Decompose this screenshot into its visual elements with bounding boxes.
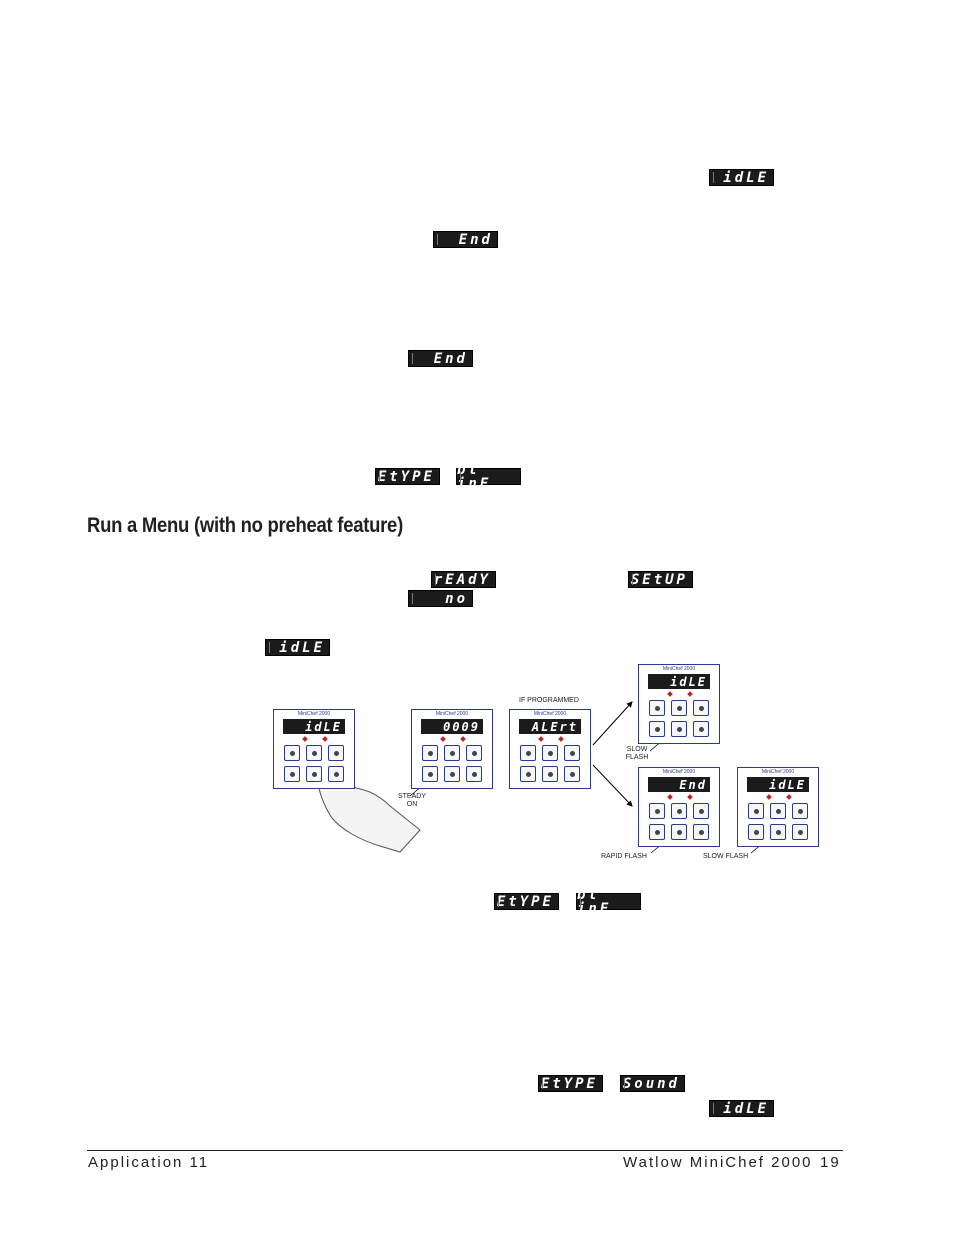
note-rapid-flash: RAPID FLASH — [601, 853, 647, 860]
panel-key[interactable] — [693, 700, 709, 716]
panel-key[interactable] — [671, 824, 687, 840]
section-title: Run a Menu (with no preheat feature) — [87, 514, 403, 537]
note-steady-on: STEADY ON — [397, 793, 426, 808]
panel-key[interactable] — [693, 721, 709, 737]
panel-key[interactable] — [671, 803, 687, 819]
arrow-up — [592, 701, 633, 746]
controller-panel: MiniChef 2000 idLE — [273, 709, 355, 789]
panel-brand: MiniChef 2000 — [435, 711, 469, 717]
controller-panel: MiniChef 2000 idLE — [737, 767, 819, 847]
panel-key[interactable] — [649, 721, 665, 737]
panel-key[interactable] — [422, 766, 438, 782]
panel-brand: MiniChef 2000 — [662, 769, 696, 775]
panel-brand: MiniChef 2000 — [662, 666, 696, 672]
panel-key[interactable] — [770, 824, 786, 840]
indicator-led — [460, 736, 466, 742]
panel-display: idLE — [648, 674, 710, 689]
panel-key[interactable] — [520, 766, 536, 782]
indicator-led — [322, 736, 328, 742]
panel-brand: MiniChef 2000 — [297, 711, 331, 717]
indicator-led — [440, 736, 446, 742]
lcd-idle-icon: idLE — [709, 169, 774, 186]
panel-key[interactable] — [422, 745, 438, 761]
panel-key[interactable] — [748, 824, 764, 840]
panel-key[interactable] — [284, 766, 300, 782]
indicator-led — [667, 794, 673, 800]
panel-key[interactable] — [671, 721, 687, 737]
arrow-down — [592, 764, 633, 807]
panel-key[interactable] — [564, 745, 580, 761]
panel-display: 0009 — [421, 719, 483, 734]
panel-key[interactable] — [649, 824, 665, 840]
panel-key[interactable] — [466, 745, 482, 761]
lcd-ready-icon: rEAdY — [431, 571, 496, 588]
panel-key[interactable] — [671, 700, 687, 716]
indicator-led — [667, 691, 673, 697]
footer-rule — [87, 1150, 843, 1151]
panel-key[interactable] — [649, 803, 665, 819]
indicator-led — [558, 736, 564, 742]
page-number: 19 — [820, 1154, 841, 1171]
panel-key[interactable] — [792, 803, 808, 819]
panel-key[interactable] — [693, 824, 709, 840]
indicator-led — [302, 736, 308, 742]
lcd-end-icon: End — [408, 350, 473, 367]
panel-brand: MiniChef 2000 — [533, 711, 567, 717]
panel-display: idLE — [283, 719, 345, 734]
indicator-led — [687, 691, 693, 697]
indicator-led — [687, 794, 693, 800]
lcd-end-icon: End — [433, 231, 498, 248]
footer-brand: Watlow MiniChef 2000 — [623, 1154, 813, 1171]
panel-key[interactable] — [564, 766, 580, 782]
panel-key[interactable] — [792, 824, 808, 840]
panel-key[interactable] — [306, 745, 322, 761]
panel-key[interactable] — [306, 766, 322, 782]
controller-panel: MiniChef 2000 0009 — [411, 709, 493, 789]
footer-left: Application 11 — [88, 1154, 210, 1171]
lcd-etype-icon: EtYPE — [375, 468, 440, 485]
lcd-setup-icon: SEtUP — [628, 571, 693, 588]
panel-key[interactable] — [649, 700, 665, 716]
panel-key[interactable] — [748, 803, 764, 819]
lcd-btine-icon: bt inE — [576, 888, 641, 916]
panel-brand: MiniChef 2000 — [761, 769, 795, 775]
lcd-no-icon: no — [408, 590, 473, 607]
panel-key[interactable] — [770, 803, 786, 819]
controller-panel: MiniChef 2000 ALErt — [509, 709, 591, 789]
panel-key[interactable] — [542, 745, 558, 761]
panel-display: End — [648, 777, 710, 792]
panel-key[interactable] — [520, 745, 536, 761]
note-if-programmed: IF PROGRAMMED — [519, 697, 579, 704]
panel-key[interactable] — [693, 803, 709, 819]
panel-display: idLE — [747, 777, 809, 792]
panel-key[interactable] — [444, 745, 460, 761]
panel-key[interactable] — [328, 745, 344, 761]
panel-key[interactable] — [328, 766, 344, 782]
panel-display: ALErt — [519, 719, 581, 734]
lcd-etype-icon: EtYPE — [538, 1075, 603, 1092]
lcd-idle-icon: idLE — [709, 1100, 774, 1117]
lcd-idle-icon: idLE — [265, 639, 330, 656]
indicator-led — [786, 794, 792, 800]
panel-key[interactable] — [466, 766, 482, 782]
controller-panel: MiniChef 2000 End — [638, 767, 720, 847]
indicator-led — [538, 736, 544, 742]
controller-panel: MiniChef 2000 idLE — [638, 664, 720, 744]
note-slow-flash: SLOW FLASH — [703, 853, 749, 860]
panel-key[interactable] — [444, 766, 460, 782]
lcd-etype-icon: EtYPE — [494, 893, 559, 910]
lcd-sound-icon: Sound — [620, 1075, 685, 1092]
panel-key[interactable] — [542, 766, 558, 782]
indicator-led — [766, 794, 772, 800]
lcd-btine-icon: bt inE — [456, 463, 521, 491]
note-slow-flash: SLOW FLASH — [625, 746, 649, 761]
panel-key[interactable] — [284, 745, 300, 761]
